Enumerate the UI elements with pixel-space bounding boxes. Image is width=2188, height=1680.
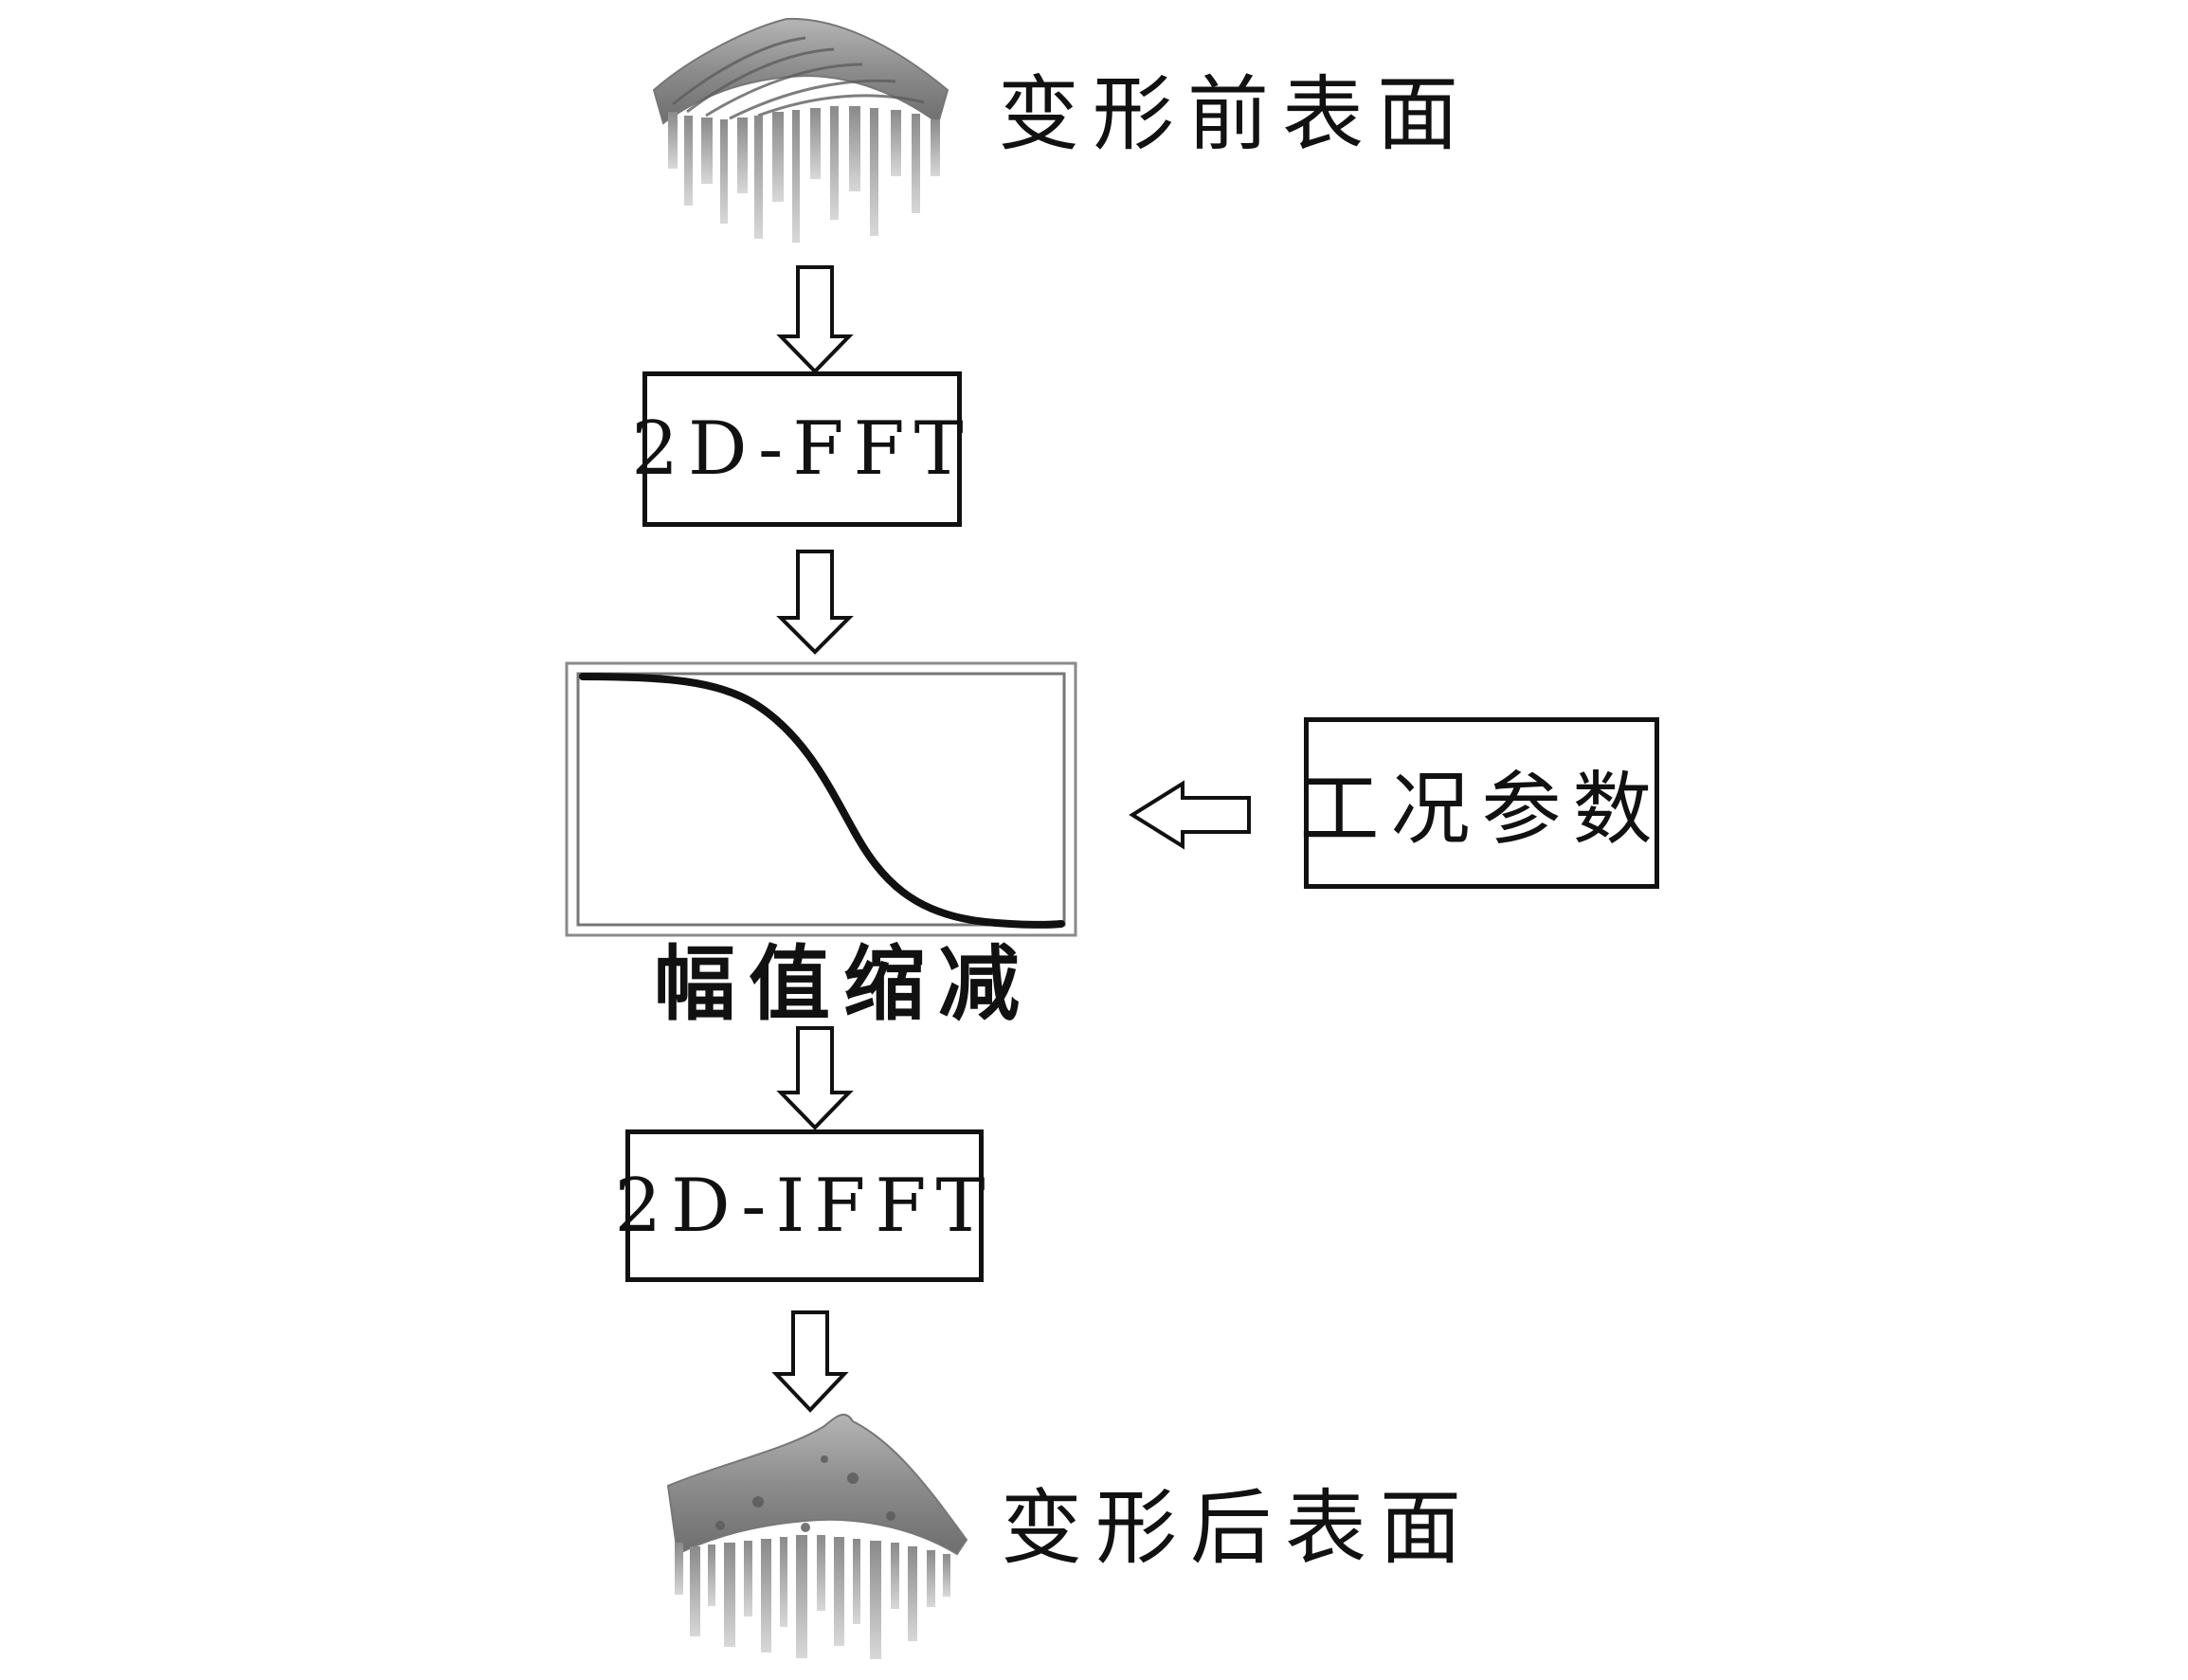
ifft-label: 2D-IFFT [614,1163,995,1249]
surface-after-image [666,1413,968,1659]
surface-before-label: 变形前表面 [998,67,1472,162]
attenuation-curve-panel [565,661,1077,937]
surface-after-label: 变形后表面 [1001,1481,1474,1576]
down-arrow-1 [776,265,854,374]
attenuation-curve [579,673,1065,929]
surface-before-image [652,17,949,243]
ifft-box: 2D-IFFT [614,1129,986,1282]
down-arrow-2 [776,550,854,655]
conditions-box: 工况参数 [1300,717,1659,889]
down-arrow-3 [776,1026,854,1130]
conditions-label: 工况参数 [1299,763,1664,856]
fft-label: 2D-FFT [631,406,973,492]
down-arrow-4 [771,1310,849,1413]
attenuation-label: 幅值缩减 [654,936,1033,1032]
left-arrow [1129,780,1251,850]
fft-box: 2D-FFT [631,371,964,527]
